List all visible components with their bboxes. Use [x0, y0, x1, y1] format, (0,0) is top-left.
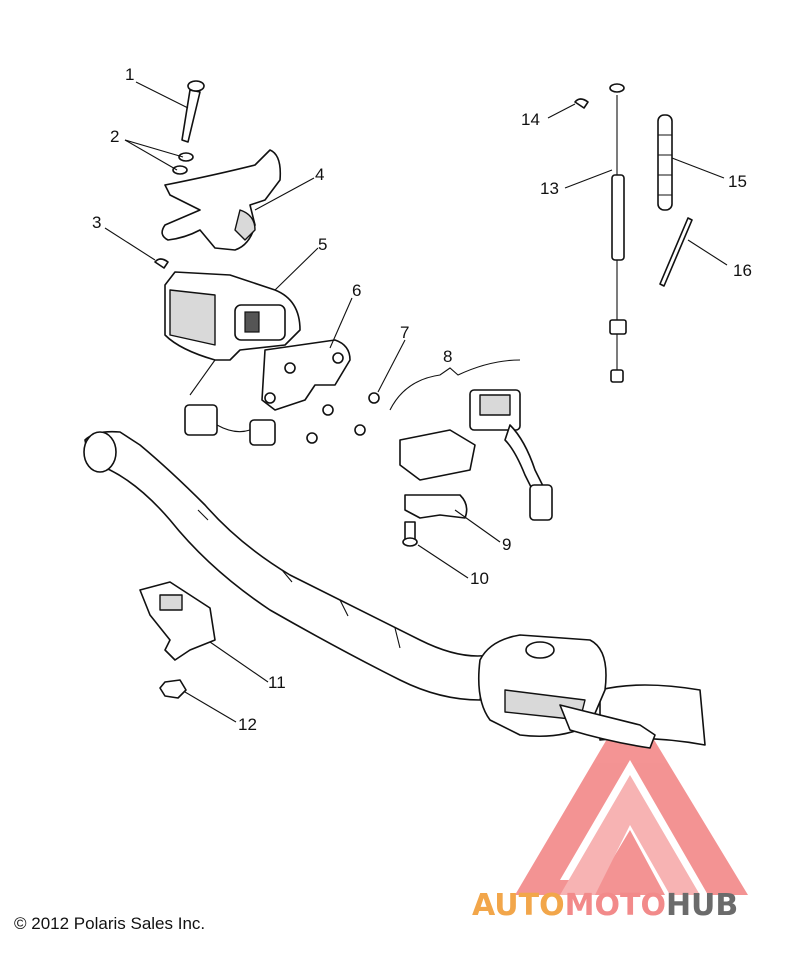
part-7-screws — [306, 392, 380, 444]
callout-15: 15 — [728, 172, 747, 191]
part-5-switch-housing — [164, 271, 301, 446]
callout-16: 16 — [733, 261, 752, 280]
callout-5: 5 — [318, 235, 327, 254]
part-13-cable — [609, 83, 627, 383]
leader-lines — [104, 81, 728, 723]
callout-labels: 1 2 3 4 5 6 7 8 9 10 11 12 13 14 15 16 — [92, 65, 752, 734]
callout-3: 3 — [92, 213, 101, 232]
part-8-switch-assembly — [389, 359, 553, 521]
callout-9: 9 — [502, 535, 511, 554]
part-14-clip — [574, 98, 589, 109]
part-9-clamp — [404, 494, 468, 519]
callout-14: 14 — [521, 110, 540, 129]
callout-6: 6 — [352, 281, 361, 300]
callout-11: 11 — [268, 673, 286, 692]
svg-text:AUTOMOTOHUB: AUTOMOTOHUB — [472, 888, 738, 923]
throttle-control-housing — [477, 634, 656, 749]
watermark-logo — [515, 700, 748, 895]
watermark-auto: AUTO — [472, 888, 565, 923]
callout-1: 1 — [125, 65, 134, 84]
watermark-moto: MOTO — [565, 888, 666, 923]
part-12-nut — [159, 679, 187, 699]
part-1-bolt — [181, 80, 205, 143]
copyright-text: © 2012 Polaris Sales Inc. — [14, 914, 206, 933]
part-4-bracket — [161, 149, 282, 251]
callout-2: 2 — [110, 127, 119, 146]
callout-13: 13 — [540, 179, 559, 198]
part-15-sleeve — [657, 114, 673, 211]
callout-10: 10 — [470, 569, 489, 588]
callout-4: 4 — [315, 165, 324, 184]
callout-8: 8 — [443, 347, 452, 366]
callout-12: 12 — [238, 715, 257, 734]
part-6-cover — [261, 339, 351, 411]
part-16-rod — [659, 217, 693, 287]
part-3-clip — [154, 258, 169, 269]
watermark-hub: HUB — [666, 888, 738, 923]
part-2-washers — [172, 152, 194, 175]
part-11-switch — [139, 581, 216, 661]
callout-7: 7 — [400, 323, 409, 342]
watermark-text: AUTOMOTOHUB — [472, 888, 738, 923]
part-10-pin — [402, 521, 418, 547]
